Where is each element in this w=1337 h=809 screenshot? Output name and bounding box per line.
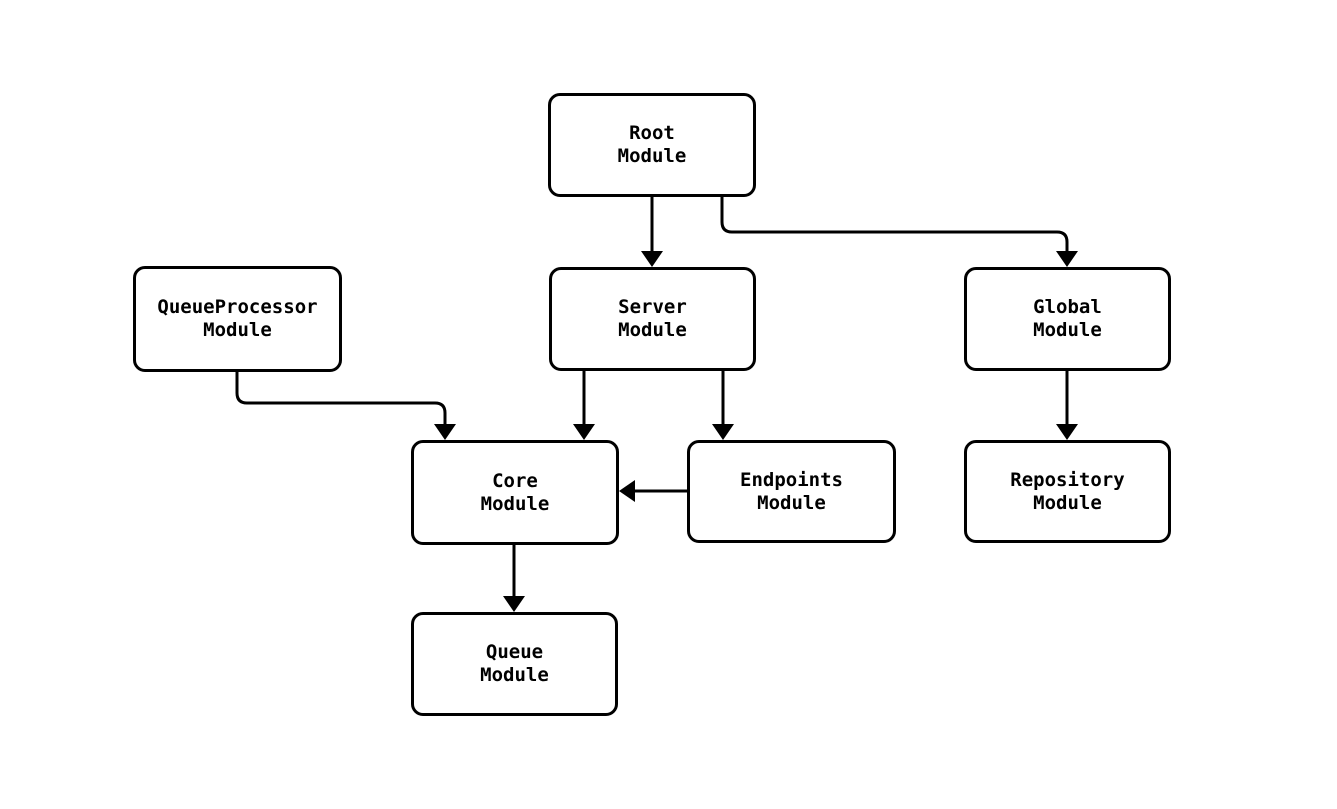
edge-root-to-global: [720, 197, 1078, 267]
node-global-module-label: Global Module: [1033, 296, 1102, 341]
edge-core-to-queue: [503, 545, 525, 612]
node-endpoints-module: Endpoints Module: [687, 440, 896, 543]
node-global-module: Global Module: [964, 267, 1171, 371]
node-endpoints-module-label: Endpoints Module: [740, 468, 843, 514]
node-server-module-label: Server Module: [618, 296, 687, 341]
node-root-module: Root Module: [548, 93, 756, 197]
edge-endpoints-to-core: [619, 480, 687, 502]
node-queueprocessor-module: QueueProcessor Module: [133, 266, 342, 372]
node-queueprocessor-module-label: QueueProcessor Module: [157, 296, 318, 341]
node-server-module: Server Module: [549, 267, 756, 371]
edge-root-to-server: [641, 197, 663, 267]
node-repository-module: Repository Module: [964, 440, 1171, 543]
node-core-module-label: Core Module: [480, 469, 550, 515]
node-queue-module-label: Queue Module: [480, 641, 549, 686]
node-root-module-label: Root Module: [617, 122, 687, 167]
node-queue-module: Queue Module: [411, 612, 618, 716]
edge-server-to-core: [573, 371, 595, 440]
edge-global-to-repository: [1056, 371, 1078, 440]
edge-server-to-endpoints: [712, 371, 734, 440]
edge-queueprocessor-to-core: [235, 372, 456, 440]
node-repository-module-label: Repository Module: [1010, 468, 1125, 514]
node-core-module: Core Module: [411, 440, 619, 545]
